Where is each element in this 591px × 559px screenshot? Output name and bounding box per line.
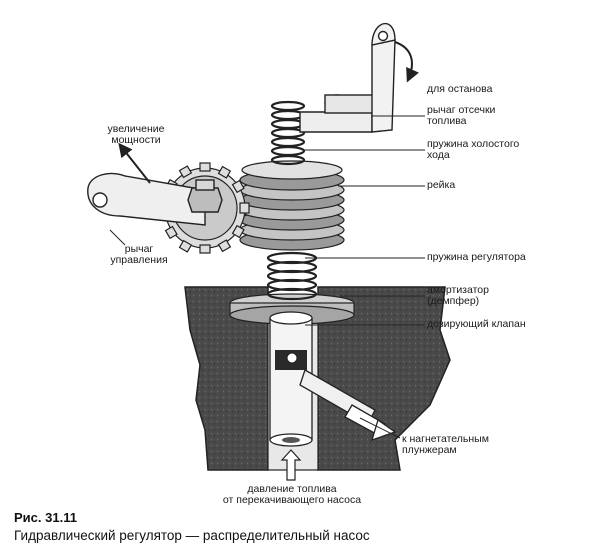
leader-lines	[109, 115, 425, 439]
label-damper: амортизатор(демпфер)	[427, 284, 489, 307]
label-stop: для останова	[427, 83, 493, 95]
figure-title: Гидравлический регулятор — распределител…	[14, 528, 370, 543]
label-rack: рейка	[427, 179, 456, 191]
cutoff-lever	[299, 22, 419, 133]
idle-spring	[270, 100, 306, 166]
fuel-inlet-arrow	[280, 449, 302, 481]
governor-spring	[266, 251, 318, 301]
label-governor-spring: пружина регулятора	[427, 251, 526, 263]
rack-stack	[239, 160, 345, 251]
damper-disk	[229, 293, 355, 325]
figure-number: Рис. 31.11	[14, 510, 77, 525]
label-metering-valve: дозирующий клапан	[427, 318, 526, 330]
control-lever	[87, 142, 223, 226]
